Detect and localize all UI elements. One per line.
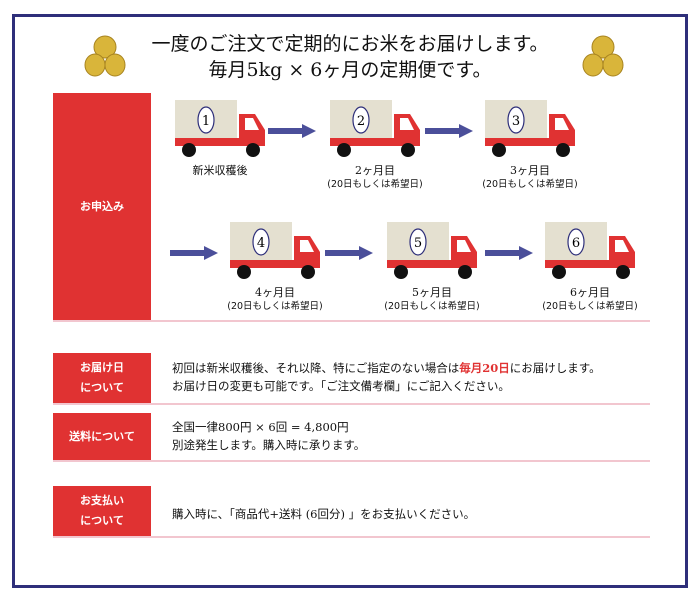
step-number: 5 (414, 236, 422, 251)
step-number: 1 (202, 114, 210, 129)
step-caption: 3ヶ月目(20日もしくは希望日) (482, 164, 578, 190)
truck-icon: 6 (545, 222, 635, 279)
truck-icon: 5 (387, 222, 477, 279)
truck-icon: 1 (175, 100, 265, 157)
step-caption: 5ヶ月目(20日もしくは希望日) (384, 286, 480, 312)
divider (53, 320, 650, 322)
step-number: 2 (357, 114, 365, 129)
shipping-text: 全国一律800円 × 6回 = 4,800円別途発生します。購入時に承ります。 (172, 420, 366, 452)
step-caption: 6ヶ月目(20日もしくは希望日) (542, 286, 638, 312)
delivery-date-text: 初回は新米収穫後、それ以降、特にご指定のない場合は毎月20日にお届けします。お届… (172, 361, 601, 393)
arrow-right-icon (425, 124, 473, 138)
frame (12, 14, 688, 588)
rice-bags-icon (582, 35, 624, 77)
divider (53, 536, 650, 538)
step-caption: 新米収穫後 (192, 164, 248, 177)
arrow-right-icon (170, 246, 218, 260)
divider (53, 460, 650, 462)
arrow-right-icon (325, 246, 373, 260)
shipping-label: 送料について (53, 413, 151, 460)
headline-2: 毎月5kg × 6ヶ月の定期便です。 (208, 59, 492, 81)
rice-bags-icon (84, 35, 126, 77)
payment-text: 購入時に、「商品代+送料 (6回分) 」をお支払いください。 (172, 507, 476, 521)
step-number: 6 (572, 236, 580, 251)
step-caption: 2ヶ月目(20日もしくは希望日) (327, 164, 423, 190)
step-caption: 4ヶ月目(20日もしくは希望日) (227, 286, 323, 312)
truck-icon: 3 (485, 100, 575, 157)
arrow-right-icon (268, 124, 316, 138)
order-label: お申込み (53, 93, 151, 321)
headline-1: 一度のご注文で定期的にお米をお届けします。 (151, 33, 549, 55)
truck-icon: 4 (230, 222, 320, 279)
truck-icon: 2 (330, 100, 420, 157)
divider (53, 403, 650, 405)
step-number: 4 (257, 236, 265, 251)
payment-label: お支払いについて (53, 486, 151, 536)
step-number: 3 (512, 114, 520, 129)
arrow-right-icon (485, 246, 533, 260)
delivery-date-label: お届け日について (53, 353, 151, 403)
